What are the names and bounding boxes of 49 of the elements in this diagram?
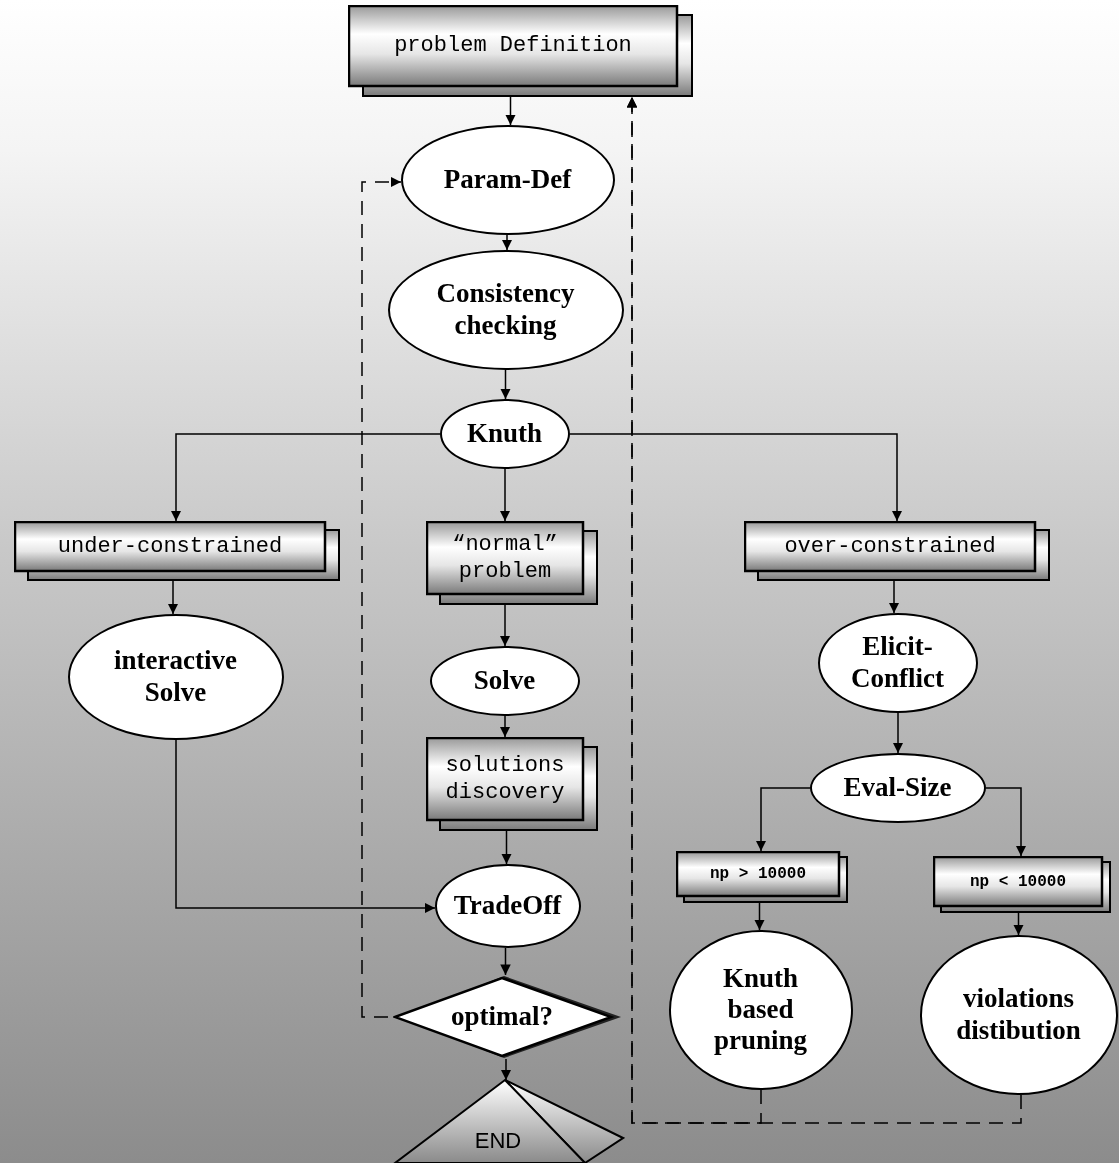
arrow [501,830,512,865]
arrow [499,468,511,522]
arrow [167,580,179,615]
arrow [1013,912,1024,936]
end-terminator [393,1078,625,1163]
node-label: Consistency checking [435,278,576,341]
dashed-arrow [626,96,1022,1124]
arrow [499,604,511,647]
process-box [348,5,693,97]
node-label: np < 10000 [970,871,1066,892]
process-box [426,521,598,605]
arrow [505,96,516,126]
decision-diamond [393,974,623,1060]
node-label: under-constrained [57,532,283,561]
process-box [14,521,340,581]
arrow [754,902,765,931]
arrow [569,433,903,522]
arrow [755,787,811,852]
arrow [170,433,441,522]
arrow [892,712,904,754]
process-box [744,521,1050,581]
dashed-arrow [361,176,402,1018]
node-label: Solve [473,664,536,696]
arrow [985,787,1027,857]
arrow [500,947,511,976]
node-label: Knuth [466,417,542,449]
arrow [500,369,511,400]
node-label: problem Definition [394,32,632,60]
node-label: Knuth based pruning [712,962,809,1057]
node-label: optimal? [451,1001,553,1033]
node-label: over-constrained [784,532,996,561]
node-label: TradeOff [453,889,562,921]
node-label: Eval-Size [843,771,952,803]
node-label: END [474,1127,522,1154]
node-label: interactive Solve [113,645,238,708]
node-label: Elicit-Conflict [850,631,945,694]
arrow [888,580,900,614]
arrow [501,234,513,251]
process-box [676,851,848,903]
node-label: “normal” problem [451,530,559,586]
arrow [175,739,436,914]
process-box [933,856,1111,913]
node-label: Param-Def [443,163,572,195]
arrow [500,1058,512,1081]
arrow [499,715,511,738]
process-box [426,737,598,831]
node-label: np > 10000 [710,864,806,884]
node-label: solutions discovery [444,751,566,807]
node-label: violations distibution [955,983,1082,1046]
